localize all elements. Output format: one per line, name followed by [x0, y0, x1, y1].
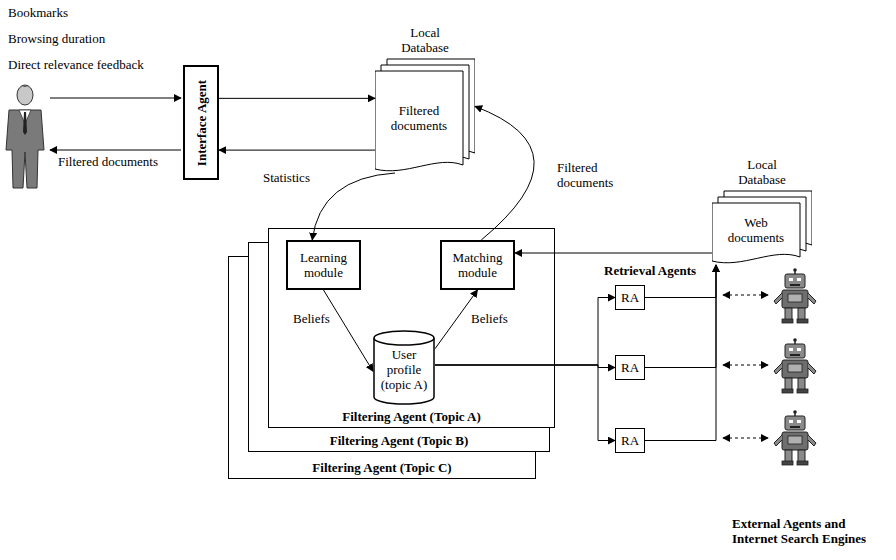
input-label: Bookmarks [8, 5, 68, 20]
dashed-link [723, 438, 768, 439]
connector [219, 150, 375, 151]
agent-box: Interface Agent [183, 65, 219, 180]
database-stack: Local DatabaseFiltered documents [375, 25, 475, 173]
output-label: Filtered documents [58, 154, 158, 169]
robot-icon [774, 268, 816, 323]
agent-title: Filtering Agent (Topic B) [249, 433, 549, 448]
robot-icon [774, 410, 816, 465]
input-label: Direct relevance feedback [8, 57, 144, 72]
node-text: Learning module [288, 248, 359, 282]
connector [645, 265, 716, 368]
retrieval-box: RA [615, 285, 645, 310]
node-text: User profile (topic A) [376, 347, 432, 392]
edge-label: Statistics [262, 170, 311, 185]
output-arrow [50, 150, 181, 151]
document-page [712, 203, 800, 263]
database-text: Web documents [712, 215, 800, 245]
node-text: RA [617, 288, 643, 307]
module-box: Learning module [286, 240, 361, 290]
input-label: Browsing duration [8, 31, 105, 46]
node-text: Interface Agent [194, 79, 209, 165]
retrieval-box: RA [615, 355, 645, 380]
edge-label: Beliefs [292, 311, 331, 326]
cylinder-body [374, 338, 434, 404]
edge-label: Beliefs [470, 311, 509, 326]
module-box: Matching module [440, 240, 515, 290]
group-label: External Agents and Internet Search Engi… [732, 516, 892, 546]
agent-title: Filtering Agent (Topic A) [269, 409, 554, 424]
node-text: RA [617, 358, 643, 377]
edge-label: Filtered documents [556, 160, 620, 190]
connector [475, 106, 534, 240]
filtering-agent: Filtering Agent (Topic A) Learning module… [268, 228, 555, 428]
connector [645, 265, 716, 441]
database-text: Filtered documents [375, 103, 463, 133]
person-figure [6, 85, 44, 188]
connector [219, 98, 375, 99]
agent-title: Filtering Agent (Topic C) [229, 460, 535, 475]
database-stack: Local DatabaseWeb documents [712, 157, 812, 265]
node-text: RA [617, 431, 643, 450]
database-heading: Local Database [395, 25, 455, 55]
cylinder-top [374, 331, 434, 345]
group-label: Retrieval Agents [604, 263, 696, 278]
profile-cylinder: User profile (topic A) [373, 330, 435, 405]
database-heading: Local Database [732, 157, 792, 187]
document-page [375, 71, 463, 171]
dashed-link [723, 295, 768, 296]
retrieval-box: RA [615, 428, 645, 453]
node-text: Matching module [442, 248, 513, 282]
dashed-link [723, 365, 768, 366]
robot-icon [774, 338, 816, 393]
input-arrow [50, 98, 181, 99]
